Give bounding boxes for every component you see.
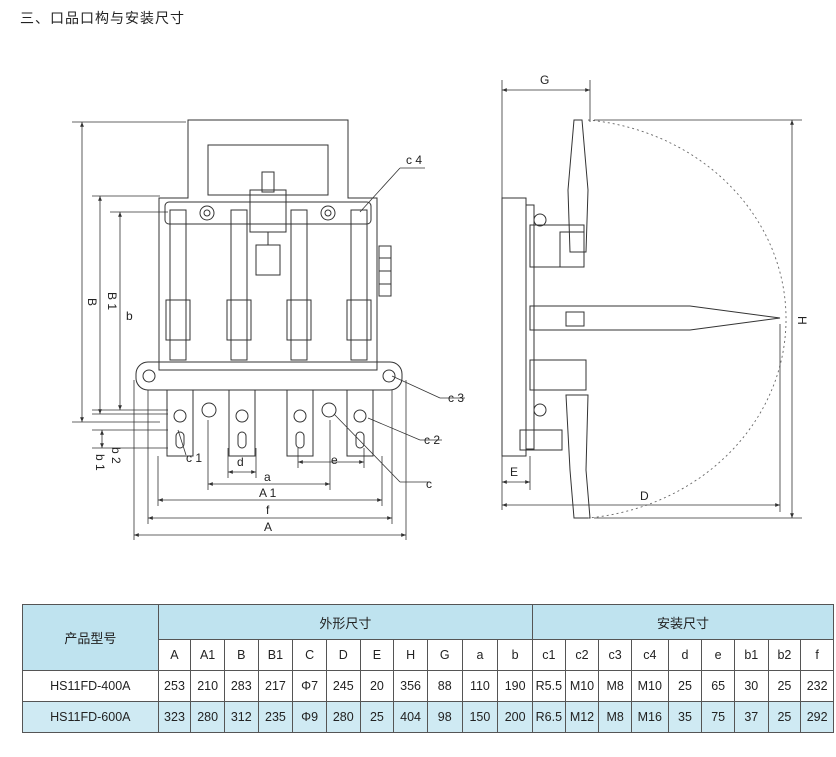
- label-b1: b 1: [93, 454, 107, 471]
- product-model-cell: HS11FD-400A: [22, 670, 159, 702]
- column-header: c4: [630, 639, 669, 671]
- table-cell: 210: [190, 670, 225, 702]
- outline-dimensions-header: 外形尺寸: [157, 604, 534, 640]
- label-B: B: [85, 298, 99, 306]
- label-f: f: [266, 503, 270, 517]
- table-cell: 283: [223, 670, 259, 702]
- label-c4: c 4: [406, 153, 422, 167]
- table-cell: M8: [598, 670, 632, 702]
- column-header: A1: [190, 639, 225, 671]
- column-header: G: [426, 639, 463, 671]
- side-view: [501, 119, 781, 519]
- front-dimensions: [72, 121, 465, 540]
- product-model-cell: HS11FD-600A: [22, 701, 159, 733]
- column-header: b1: [733, 639, 769, 671]
- label-G: G: [540, 73, 549, 87]
- product-model-header: 产品型号: [22, 604, 159, 671]
- label-c2: c 2: [424, 433, 440, 447]
- label-H: H: [795, 316, 809, 325]
- column-header: E: [359, 639, 395, 671]
- column-header: b2: [767, 639, 802, 671]
- front-view: [135, 119, 403, 457]
- table-cell: M10: [564, 670, 600, 702]
- table-cell: 323: [157, 701, 192, 733]
- label-A1: A 1: [259, 486, 277, 500]
- label-b: b: [126, 309, 133, 323]
- table-cell: 25: [359, 701, 395, 733]
- table-cell: 292: [800, 701, 834, 733]
- label-d: d: [237, 455, 244, 469]
- column-header: f: [800, 639, 834, 671]
- table-cell: M8: [598, 701, 632, 733]
- label-b2: b 2: [109, 447, 123, 464]
- section-heading: 三、口品口构与安装尺寸: [20, 10, 185, 26]
- table-cell: 37: [733, 701, 769, 733]
- table-cell: 280: [190, 701, 225, 733]
- column-header: D: [325, 639, 361, 671]
- table-cell: 150: [461, 701, 499, 733]
- side-dimension-labels: G H E D: [510, 73, 809, 503]
- label-D: D: [640, 489, 649, 503]
- column-header: c2: [564, 639, 600, 671]
- front-dimension-labels: B B 1 b b 2 b 1 c 1 d e a A 1 f A c 4 c …: [85, 153, 464, 534]
- table-cell: 280: [325, 701, 361, 733]
- column-header: A: [157, 639, 192, 671]
- label-c: c: [426, 477, 432, 491]
- table-cell: Φ7: [292, 670, 327, 702]
- column-header: B1: [257, 639, 294, 671]
- table-cell: 232: [800, 670, 834, 702]
- column-header: B: [223, 639, 259, 671]
- column-header: H: [393, 639, 428, 671]
- technical-drawing: B B 1 b b 2 b 1 c 1 d e a A 1 f A c 4 c …: [72, 73, 809, 540]
- table-cell: 110: [461, 670, 499, 702]
- table-cell: R5.5: [532, 670, 566, 702]
- table-cell: Φ9: [292, 701, 327, 733]
- table-cell: 356: [393, 670, 428, 702]
- table-cell: 75: [701, 701, 735, 733]
- table-cell: 235: [257, 701, 294, 733]
- table-cell: 245: [325, 670, 361, 702]
- table-cell: 190: [497, 670, 534, 702]
- side-dimensions: [501, 80, 802, 519]
- table-cell: 200: [497, 701, 534, 733]
- table-cell: 25: [767, 670, 802, 702]
- table-cell: M12: [564, 701, 600, 733]
- table-cell: 404: [393, 701, 428, 733]
- table-cell: 217: [257, 670, 294, 702]
- label-c3: c 3: [448, 391, 464, 405]
- table-cell: 88: [426, 670, 463, 702]
- table-cell: M16: [630, 701, 669, 733]
- table-cell: R6.5: [532, 701, 566, 733]
- column-header: C: [292, 639, 327, 671]
- column-header: c1: [532, 639, 566, 671]
- column-header: e: [701, 639, 735, 671]
- table-cell: 25: [667, 670, 703, 702]
- label-e: e: [331, 453, 338, 467]
- table-cell: 98: [426, 701, 463, 733]
- column-header: d: [667, 639, 703, 671]
- label-B1: B 1: [105, 292, 119, 310]
- column-header: b: [497, 639, 534, 671]
- label-a: a: [264, 470, 271, 484]
- installation-dimensions-header: 安装尺寸: [532, 604, 834, 640]
- table-cell: 312: [223, 701, 259, 733]
- blade-swing-arc: [587, 119, 787, 519]
- table-cell: 25: [767, 701, 802, 733]
- table-cell: 30: [733, 670, 769, 702]
- label-c1: c 1: [186, 451, 202, 465]
- table-cell: 35: [667, 701, 703, 733]
- table-cell: 65: [701, 670, 735, 702]
- table-cell: 253: [157, 670, 192, 702]
- column-header: a: [461, 639, 499, 671]
- column-header: c3: [598, 639, 632, 671]
- table-cell: M10: [630, 670, 669, 702]
- label-A: A: [264, 520, 272, 534]
- label-E: E: [510, 465, 518, 479]
- table-cell: 20: [359, 670, 395, 702]
